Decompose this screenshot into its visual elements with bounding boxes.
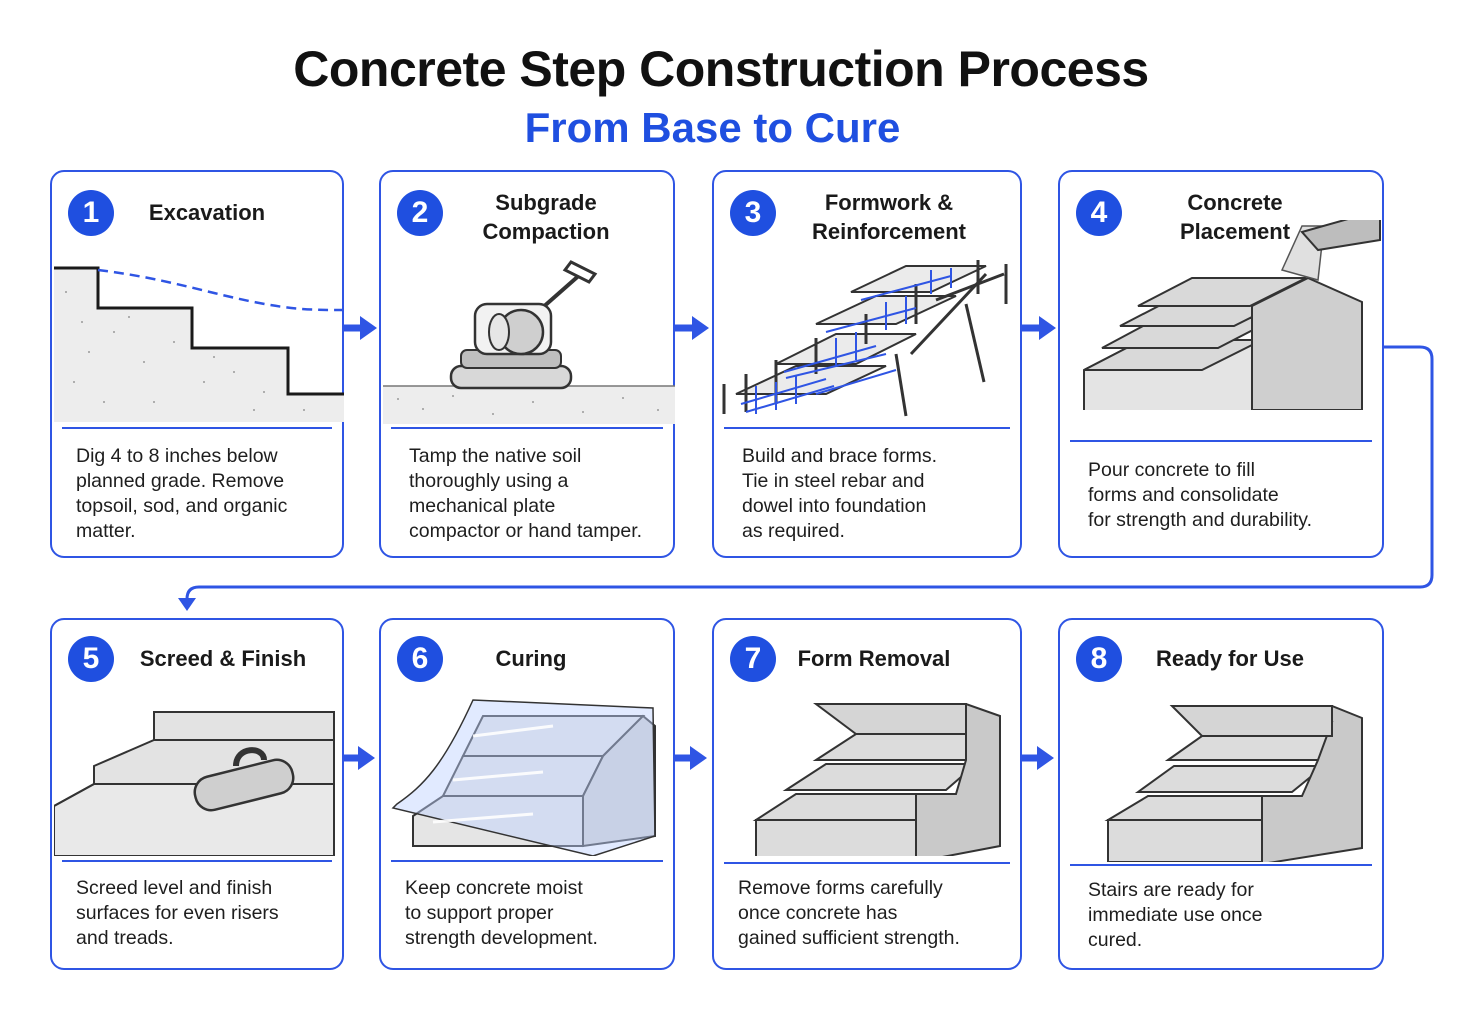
arrow-right-icon — [343, 746, 375, 770]
step-number-badge: 7 — [730, 636, 776, 682]
formwork-rebar-illustration — [722, 260, 1008, 417]
form-removal-illustration — [752, 703, 1001, 856]
page-subtitle: From Base to Cure — [524, 104, 901, 151]
wrap-around-connector — [178, 345, 1434, 611]
step-card-1: 1 Excavation Dig 4 to 8 inches below pla… — [50, 170, 344, 558]
step-card-4: 4 Concrete Placement Pour concrete to fi… — [1058, 170, 1384, 558]
step-card-3: 3 Formwork & Reinforcement Build and bra… — [712, 170, 1022, 558]
arrow-right-icon — [1022, 316, 1056, 340]
step-description: Screed level and finish surfaces for eve… — [76, 877, 279, 949]
step-card-5: 5 Screed & Finish Screed level and finis… — [50, 618, 344, 970]
arrow-right-icon — [675, 316, 709, 340]
step-number-badge: 6 — [397, 636, 443, 682]
card-divider — [62, 427, 332, 429]
step-card-2: 2 Subgrade Compaction Tamp the native so… — [379, 170, 675, 558]
step-description: Dig 4 to 8 inches below planned grade. R… — [76, 445, 288, 542]
arrow-right-icon — [1022, 746, 1054, 770]
step-description: Tamp the native soil thoroughly using a … — [409, 445, 643, 542]
step-number-badge: 3 — [730, 190, 776, 236]
card-divider — [62, 860, 332, 862]
step-card-6: 6 Curing Keep concrete moist to support … — [379, 618, 675, 970]
page-title: Concrete Step Construction Process — [293, 41, 1149, 97]
card-divider — [1070, 440, 1372, 442]
card-divider — [724, 427, 1010, 429]
step-number-badge: 5 — [68, 636, 114, 682]
concrete-pour-illustration — [1083, 220, 1381, 410]
step-title: Form Removal — [797, 646, 951, 671]
step-title: Subgrade Compaction — [482, 190, 610, 244]
excavation-illustration — [54, 266, 344, 422]
card-divider — [391, 860, 663, 862]
step-title: Ready for Use — [1156, 646, 1304, 671]
step-title: Concrete Placement — [1179, 190, 1291, 244]
card-divider — [391, 427, 663, 429]
step-title: Excavation — [148, 200, 266, 225]
step-description: Pour concrete to fill forms and consolid… — [1088, 459, 1313, 531]
step-description: Build and brace forms. Tie in steel reba… — [742, 445, 938, 542]
arrow-right-icon — [675, 746, 707, 770]
step-card-8: 8 Ready for Use Stairs are ready for imm… — [1058, 618, 1384, 970]
curing-cover-illustration — [391, 699, 656, 856]
step-description: Keep concrete moist to support proper st… — [405, 877, 598, 949]
step-description: Remove forms carefully once concrete has… — [738, 877, 960, 949]
step-number-badge: 1 — [68, 190, 114, 236]
step-number-badge: 2 — [397, 190, 443, 236]
step-number-badge: 4 — [1076, 190, 1122, 236]
card-divider — [724, 862, 1010, 864]
step-number-badge: 8 — [1076, 636, 1122, 682]
arrow-right-icon — [343, 316, 377, 340]
step-title: Curing — [495, 646, 567, 671]
card-divider — [1070, 864, 1372, 866]
step-title: Screed & Finish — [139, 646, 307, 671]
finished-steps-illustration — [1104, 705, 1363, 862]
step-card-7: 7 Form Removal Remove forms carefully on… — [712, 618, 1022, 970]
step-title: Formwork & Reinforcement — [811, 190, 967, 244]
plate-compactor-illustration — [383, 260, 675, 424]
step-description: Stairs are ready for immediate use once … — [1088, 879, 1263, 951]
screed-finish-illustration — [54, 711, 335, 856]
